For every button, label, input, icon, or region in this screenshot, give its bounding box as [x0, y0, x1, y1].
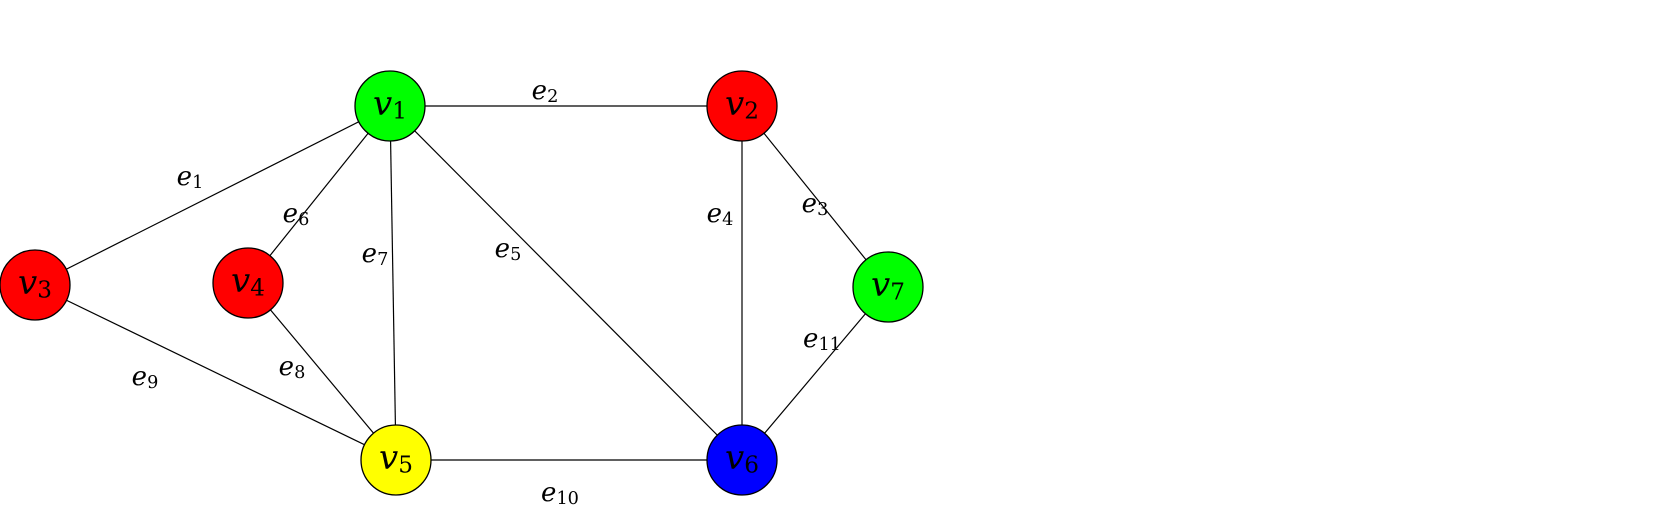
node-label-v1-subscript: 1	[392, 98, 407, 124]
edges-layer	[34, 105, 889, 461]
edge-label-e10-subscript: 10	[556, 489, 579, 509]
node-label-v3-base: v	[18, 263, 37, 303]
edge-label-e2-subscript: 2	[547, 87, 558, 107]
edge-e8	[247, 282, 397, 461]
node-label-v3: v3	[18, 263, 52, 303]
edge-label-e4: e4	[707, 199, 734, 230]
edge-e6	[247, 105, 391, 284]
edge-label-e7-subscript: 7	[377, 250, 388, 270]
node-label-v5: v5	[379, 438, 413, 478]
edge-e3	[741, 105, 889, 288]
edge-label-e1-base: e	[177, 162, 192, 192]
edge-label-e6-base: e	[283, 199, 298, 229]
node-label-v2-base: v	[725, 84, 744, 124]
node-label-v7-base: v	[871, 265, 890, 305]
edge-e11	[741, 286, 889, 461]
edge-label-e4-base: e	[707, 199, 722, 229]
edge-label-e3-base: e	[802, 189, 817, 219]
edge-label-e5-base: e	[495, 234, 510, 264]
node-label-v7-subscript: 7	[890, 279, 905, 305]
node-label-v2-subscript: 2	[744, 98, 759, 124]
node-label-v1: v1	[373, 84, 407, 124]
node-v3-circle	[0, 249, 71, 321]
edge-label-e9-subscript: 9	[147, 373, 158, 393]
edge-label-e3: e3	[802, 189, 829, 220]
edge-label-e1-subscript: 1	[192, 173, 203, 193]
node-v6: v6	[706, 424, 778, 496]
node-v3: v3	[0, 249, 71, 321]
edge-label-e5-subscript: 5	[510, 245, 521, 265]
edge-label-e1: e1	[177, 162, 204, 193]
node-v7-circle	[852, 251, 924, 323]
edge-label-e7-base: e	[362, 239, 377, 269]
node-v6-circle	[706, 424, 778, 496]
edge-label-e8: e8	[279, 352, 306, 383]
edge-label-e10-base: e	[541, 478, 556, 508]
node-v4: v4	[212, 247, 284, 319]
node-v5: v5	[360, 424, 432, 496]
node-v5-circle	[360, 424, 432, 496]
edge-label-e11: e11	[803, 324, 841, 355]
edge-label-e7: e7	[362, 239, 389, 270]
node-label-v7: v7	[871, 265, 905, 305]
edge-label-e5: e5	[495, 234, 522, 265]
node-v7: v7	[852, 251, 924, 323]
node-v4-circle	[212, 247, 284, 319]
node-label-v1-base: v	[373, 84, 392, 124]
node-label-v6-subscript: 6	[744, 452, 759, 478]
node-label-v4-base: v	[231, 261, 250, 301]
node-v2: v2	[706, 70, 778, 142]
edge-label-e3-subscript: 3	[817, 200, 828, 220]
edge-label-e8-base: e	[279, 352, 294, 382]
edge-label-e6-subscript: 6	[298, 210, 309, 230]
edge-label-e2-base: e	[532, 76, 547, 106]
node-label-v5-base: v	[379, 438, 398, 478]
edge-e9	[34, 284, 397, 461]
node-label-v4-subscript: 4	[250, 275, 265, 301]
edge-label-e2: e2	[532, 76, 559, 107]
edge-label-e8-subscript: 8	[294, 363, 305, 383]
edge-label-e11-base: e	[803, 324, 818, 354]
node-label-v3-subscript: 3	[37, 277, 52, 303]
edge-label-e11-subscript: 11	[818, 335, 841, 355]
edge-label-e10: e10	[541, 478, 579, 509]
edge-label-e4-subscript: 4	[722, 210, 733, 230]
edge-label-e6: e6	[283, 199, 310, 230]
node-label-v6: v6	[725, 438, 759, 478]
edge-e7	[389, 105, 397, 461]
node-v1: v1	[354, 70, 426, 142]
edge-e5	[389, 105, 743, 461]
node-label-v6-base: v	[725, 438, 744, 478]
edge-e1	[34, 105, 391, 286]
edge-label-e9: e9	[132, 362, 159, 393]
edge-label-e9-base: e	[132, 362, 147, 392]
node-label-v4: v4	[231, 261, 265, 301]
node-label-v5-subscript: 5	[398, 452, 413, 478]
node-v2-circle	[706, 70, 778, 142]
node-label-v2: v2	[725, 84, 759, 124]
node-v1-circle	[354, 70, 426, 142]
